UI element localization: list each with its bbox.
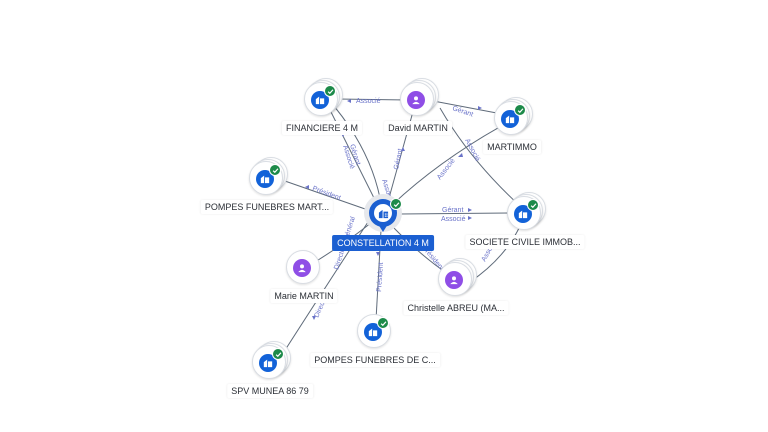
node-label: Christelle ABREU (MA... bbox=[403, 301, 509, 315]
company-disc bbox=[514, 205, 532, 223]
check-icon bbox=[390, 198, 402, 210]
edge-david-martimmo bbox=[427, 99, 503, 115]
edge-arrow bbox=[401, 147, 405, 151]
check-icon bbox=[527, 199, 539, 211]
person-disc bbox=[407, 91, 425, 109]
edge-center-societe bbox=[399, 212, 515, 215]
node-label: POMPES FUNEBRES MART... bbox=[200, 200, 334, 214]
node-label: MARTIMMO bbox=[483, 140, 541, 154]
edge-arrow bbox=[468, 216, 472, 220]
person-icon bbox=[412, 96, 420, 105]
center-inner bbox=[374, 204, 392, 222]
edge-pompesmart-center bbox=[281, 179, 369, 211]
edge-label: Gérant bbox=[393, 148, 404, 170]
edge-arrow bbox=[347, 99, 351, 103]
edge-martimmo-center bbox=[391, 123, 506, 206]
node-stack bbox=[494, 97, 533, 136]
check-icon bbox=[377, 317, 389, 329]
edge-label: Associé bbox=[441, 216, 466, 223]
node-label: SOCIETE CIVILE IMMOB... bbox=[465, 235, 585, 249]
company-disc bbox=[256, 170, 274, 188]
check-icon bbox=[269, 164, 281, 176]
edge-arrow bbox=[376, 252, 380, 256]
edge-label: Président bbox=[376, 262, 385, 292]
building-icon bbox=[378, 209, 388, 218]
edge-arrow bbox=[458, 153, 463, 157]
check-icon bbox=[272, 348, 284, 360]
node-stack bbox=[304, 78, 343, 117]
center-label: CONSTELLATION 4 M bbox=[332, 235, 434, 251]
node-stack bbox=[507, 192, 546, 231]
building-icon bbox=[518, 210, 528, 219]
node-stack bbox=[400, 78, 439, 117]
node-stack bbox=[438, 258, 477, 297]
node-label: POMPES FUNEBRES DE C... bbox=[310, 353, 440, 367]
edge-david-financiere bbox=[336, 98, 409, 101]
pin-tip bbox=[378, 224, 388, 232]
node-stack bbox=[252, 341, 291, 380]
edge-label: Gérant bbox=[451, 105, 474, 118]
company-disc bbox=[259, 354, 277, 372]
edge-arrow bbox=[478, 106, 482, 110]
company-disc bbox=[501, 110, 519, 128]
node-label: SPV MUNEA 86 79 bbox=[227, 384, 313, 398]
person-disc bbox=[293, 259, 311, 277]
edge-label: Associé bbox=[463, 138, 481, 163]
edge-arrow bbox=[468, 208, 472, 212]
person-icon bbox=[298, 264, 306, 273]
edge-label: Associé bbox=[356, 98, 381, 105]
building-icon bbox=[368, 328, 378, 337]
building-icon bbox=[315, 96, 325, 105]
building-icon bbox=[505, 115, 515, 124]
node-label: Marie MARTIN bbox=[270, 289, 338, 303]
building-icon bbox=[260, 175, 270, 184]
node-label: FINANCIERE 4 M bbox=[281, 121, 363, 135]
node-stack bbox=[357, 313, 393, 349]
edge-martimmo-societe bbox=[439, 107, 521, 207]
edge-arrow bbox=[305, 185, 309, 189]
node-stack bbox=[286, 249, 322, 285]
node-stack bbox=[249, 157, 288, 196]
person-icon bbox=[450, 276, 458, 285]
edge-financiere-center-b bbox=[333, 105, 381, 199]
person-disc bbox=[445, 271, 463, 289]
company-disc bbox=[311, 91, 329, 109]
check-icon bbox=[514, 104, 526, 116]
edge-arrow bbox=[312, 316, 316, 320]
check-icon bbox=[324, 85, 336, 97]
node-label: David MARTIN bbox=[384, 121, 452, 135]
company-disc bbox=[364, 323, 382, 341]
edge-label: Gérant bbox=[442, 207, 463, 214]
building-icon bbox=[263, 359, 273, 368]
